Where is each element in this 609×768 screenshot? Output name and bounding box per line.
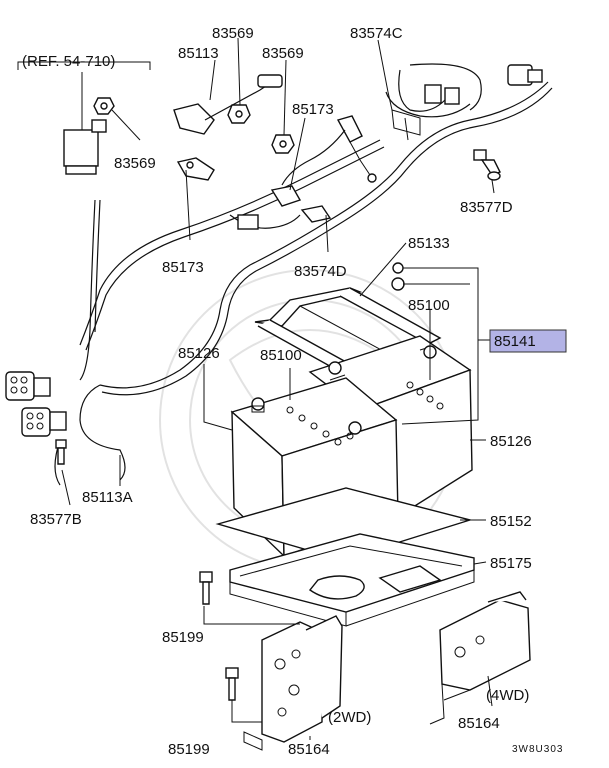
label-85100-mid: 85100 — [260, 347, 302, 364]
clamp-83574D — [229, 185, 332, 230]
label-85141: 85141 — [494, 333, 536, 350]
label-83569-top: 83569 — [212, 25, 254, 42]
nut-83569-left — [93, 97, 115, 115]
label-83574C: 83574C — [350, 25, 403, 42]
highlight-85141 — [489, 329, 567, 353]
note-4wd: (4WD) — [486, 687, 529, 704]
bracket-85164-2wd — [243, 615, 343, 751]
label-85199-top: 85199 — [162, 629, 204, 646]
label-83577D: 83577D — [460, 199, 513, 216]
nut-83569-mid — [271, 134, 295, 154]
leader-lines — [61, 37, 495, 740]
label-85126-left: 85126 — [178, 345, 220, 362]
terminal-85113 — [173, 74, 283, 135]
label-85175: 85175 — [490, 555, 532, 572]
label-85126-right: 85126 — [490, 433, 532, 450]
label-83577B: 83577B — [30, 511, 82, 528]
label-85173-top: 85173 — [292, 101, 334, 118]
label-85100-right: 85100 — [408, 297, 450, 314]
connector-83574C — [391, 84, 460, 141]
bolt-83577B — [55, 439, 67, 465]
label-83574D: 83574D — [294, 263, 347, 280]
wiring-harness — [54, 63, 553, 486]
drawing-code: 3W8U303 — [512, 744, 563, 755]
connectors-left — [5, 371, 67, 437]
terminal-85173-top — [281, 115, 377, 186]
bolt-85199-bottom — [225, 667, 239, 701]
label-83569-left: 83569 — [114, 155, 156, 172]
note-2wd: (2WD) — [328, 709, 371, 726]
ref-note: (REF. 54-710) — [22, 53, 115, 70]
bolt-85199-top — [199, 571, 213, 605]
bracket-85164-4wd — [429, 591, 531, 725]
label-85164-left: 85164 — [288, 741, 330, 758]
connector-right-top — [507, 64, 543, 86]
nut-83569-top — [227, 104, 251, 124]
label-85164-right: 85164 — [458, 715, 500, 732]
battery-tray-85175 — [229, 533, 475, 627]
label-83569-mid: 83569 — [262, 45, 304, 62]
label-85199-bottom: 85199 — [168, 741, 210, 758]
label-85133: 85133 — [408, 235, 450, 252]
label-85113A: 85113A — [82, 489, 133, 506]
terminal-85173-left — [176, 157, 215, 181]
label-85152: 85152 — [490, 513, 532, 530]
label-85113: 85113 — [178, 45, 219, 62]
label-85173-left: 85173 — [162, 259, 204, 276]
part-labels: (REF. 54-710) 83569 85113 83569 83574C 8… — [22, 25, 563, 758]
bolt-83577D — [473, 149, 501, 181]
relay-box — [17, 61, 151, 175]
